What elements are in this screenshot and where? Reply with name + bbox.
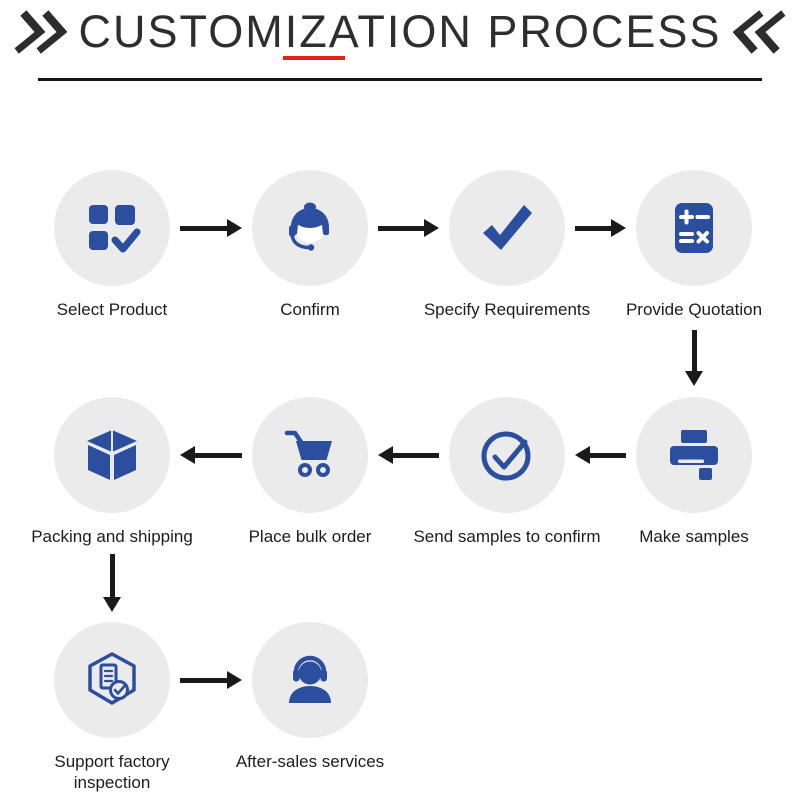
step-label: Send samples to confirm xyxy=(413,527,601,546)
arrow-place-bulk-order-to-packing-shipping xyxy=(180,446,242,464)
title-red-underline xyxy=(282,56,345,60)
customer-service-agent-icon xyxy=(289,202,329,251)
step-packing-and-shipping: Packing and shipping xyxy=(12,397,212,547)
headset-support-icon xyxy=(289,655,331,703)
arrow-packing-shipping-to-factory-inspection xyxy=(103,554,121,612)
calculator-icon xyxy=(675,203,713,253)
package-box-icon xyxy=(87,430,137,480)
arrow-specify-requirements-to-provide-quotation xyxy=(575,219,626,237)
printer-icon xyxy=(670,430,718,480)
step-after-sales-services: After-sales services xyxy=(210,622,410,772)
arrow-send-samples-to-place-bulk-order xyxy=(378,446,439,464)
arrow-confirm-to-specify-requirements xyxy=(378,219,439,237)
step-circle xyxy=(636,397,752,513)
step-circle xyxy=(449,397,565,513)
step-circle xyxy=(54,622,170,738)
step-circle xyxy=(636,170,752,286)
arrow-provide-quotation-to-make-samples xyxy=(685,330,703,386)
step-confirm: Confirm xyxy=(210,170,410,320)
arrow-select-product-to-confirm xyxy=(180,219,242,237)
product-grid-check-icon xyxy=(89,205,141,253)
step-specify-requirements: Specify Requirements xyxy=(407,170,607,320)
step-label: Support factory inspection xyxy=(54,752,170,793)
step-label: Place bulk order xyxy=(248,527,372,546)
step-provide-quotation: Provide Quotation xyxy=(594,170,794,320)
step-circle xyxy=(54,397,170,513)
step-label: Packing and shipping xyxy=(31,527,193,546)
arrow-factory-inspection-to-after-sales xyxy=(180,671,242,689)
title-row: CUSTOMIZATION PROCESS xyxy=(0,6,800,60)
step-circle xyxy=(252,170,368,286)
step-support-factory-inspection: Support factory inspection xyxy=(12,622,212,794)
step-label: Select Product xyxy=(56,300,168,319)
step-circle xyxy=(54,170,170,286)
checkmark-icon xyxy=(483,205,532,250)
step-send-samples-to-confirm: Send samples to confirm xyxy=(407,397,607,547)
step-make-samples: Make samples xyxy=(594,397,794,547)
shopping-cart-icon xyxy=(284,430,332,477)
step-circle xyxy=(449,170,565,286)
step-circle xyxy=(252,397,368,513)
double-chevron-right-icon xyxy=(14,10,67,54)
step-place-bulk-order: Place bulk order xyxy=(210,397,410,547)
page-title-text: CUSTOMIZATION PROCESS xyxy=(78,6,722,57)
step-label: Specify Requirements xyxy=(423,300,591,319)
circle-check-icon xyxy=(481,431,531,481)
arrow-make-samples-to-send-samples xyxy=(575,446,626,464)
step-label: Make samples xyxy=(639,527,749,546)
step-label: Confirm xyxy=(280,300,340,319)
step-select-product: Select Product xyxy=(12,170,212,320)
inspection-certificate-icon xyxy=(88,652,136,705)
title-divider xyxy=(38,78,762,81)
step-label: Provide Quotation xyxy=(625,300,763,319)
page-title: CUSTOMIZATION PROCESS xyxy=(78,6,722,60)
double-chevron-left-icon xyxy=(732,10,786,54)
step-label: After-sales services xyxy=(235,752,385,771)
step-circle xyxy=(252,622,368,738)
